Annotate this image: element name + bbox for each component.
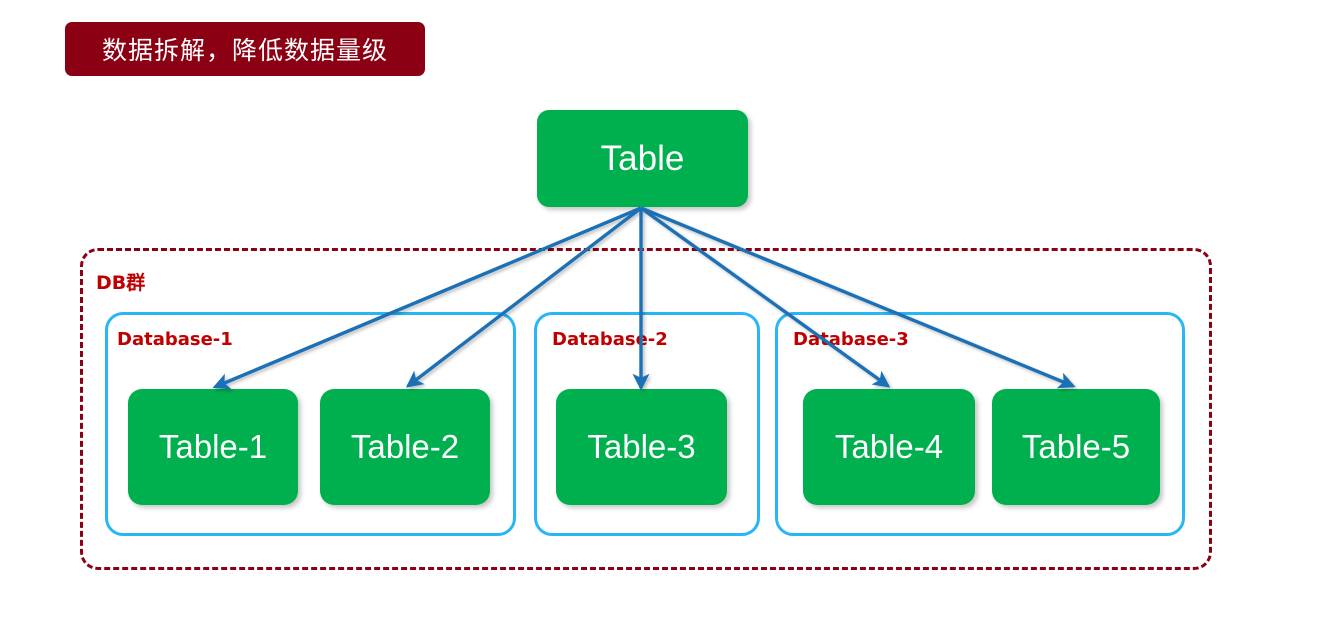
node-label: Table-1 <box>158 428 268 465</box>
title-banner-label: 数据拆解，降低数据量级 <box>101 36 388 65</box>
node-table-root[interactable]: Table <box>537 110 748 207</box>
database-label-3: Database-3 <box>793 329 909 350</box>
node-table-1[interactable]: Table-1 <box>128 389 298 505</box>
node-label: Table-2 <box>350 428 460 465</box>
node-table-4[interactable]: Table-4 <box>803 389 975 505</box>
db-group-label: DB群 <box>96 272 146 294</box>
node-label: Table-3 <box>587 428 696 465</box>
title-banner: 数据拆解，降低数据量级 <box>65 22 425 76</box>
database-label-1: Database-1 <box>117 329 233 350</box>
node-label: Table-4 <box>834 428 944 465</box>
node-label: Table <box>600 138 685 178</box>
node-label: Table-5 <box>1021 428 1131 465</box>
node-table-5[interactable]: Table-5 <box>992 389 1160 505</box>
database-label-2: Database-2 <box>552 329 668 350</box>
node-table-2[interactable]: Table-2 <box>320 389 490 505</box>
node-table-3[interactable]: Table-3 <box>556 389 727 505</box>
